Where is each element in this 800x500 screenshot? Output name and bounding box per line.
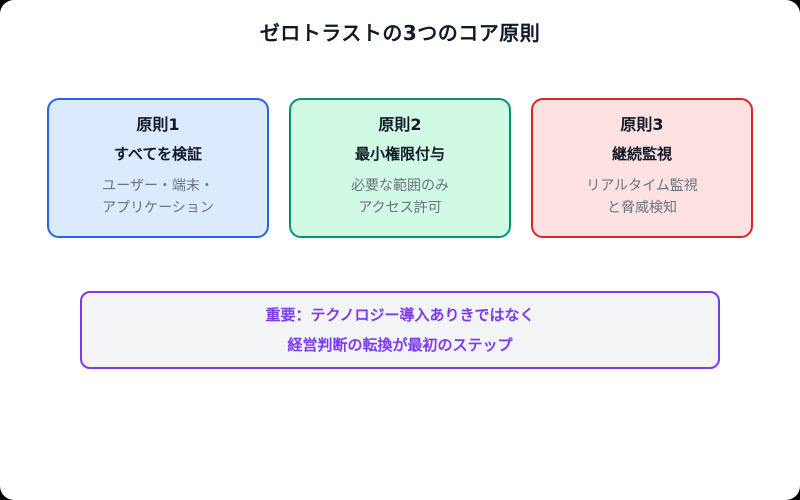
description-line: アプリケーション: [102, 200, 214, 216]
principle-card-1: 原則1 すべてを検証 ユーザー・端末・ アプリケーション: [47, 98, 269, 238]
principle-card-3: 原則3 継続監視 リアルタイム監視 と脅威検知: [531, 98, 753, 238]
note-line-1: 重要：テクノロジー導入ありきではなく: [265, 306, 535, 324]
description-line: ユーザー・端末・: [102, 178, 214, 194]
principle-2-label: 原則2: [378, 115, 422, 134]
description-line: リアルタイム監視: [586, 178, 698, 194]
principle-3-description: リアルタイム監視 と脅威検知: [533, 175, 751, 219]
page-title: ゼロトラストの3つのコア原則: [259, 21, 541, 45]
principles-row: 原則1 すべてを検証 ユーザー・端末・ アプリケーション 原則2 最小権限付与 …: [0, 98, 800, 238]
principle-2-heading: 最小権限付与: [354, 145, 445, 163]
note-box: 重要：テクノロジー導入ありきではなく 経営判断の転換が最初のステップ: [80, 291, 720, 369]
principle-1-label: 原則1: [136, 115, 180, 134]
principle-3-label: 原則3: [620, 115, 664, 134]
description-line: と脅威検知: [607, 200, 677, 216]
principle-3-heading: 継続監視: [611, 145, 672, 163]
principle-2-description: 必要な範囲のみ アクセス許可: [291, 175, 509, 219]
note-line-2: 経営判断の転換が最初のステップ: [287, 336, 513, 354]
principle-1-heading: すべてを検証: [113, 145, 203, 163]
principle-card-2: 原則2 最小権限付与 必要な範囲のみ アクセス許可: [289, 98, 511, 238]
principle-1-description: ユーザー・端末・ アプリケーション: [49, 175, 267, 219]
description-line: 必要な範囲のみ: [351, 178, 449, 194]
description-line: アクセス許可: [358, 200, 442, 216]
